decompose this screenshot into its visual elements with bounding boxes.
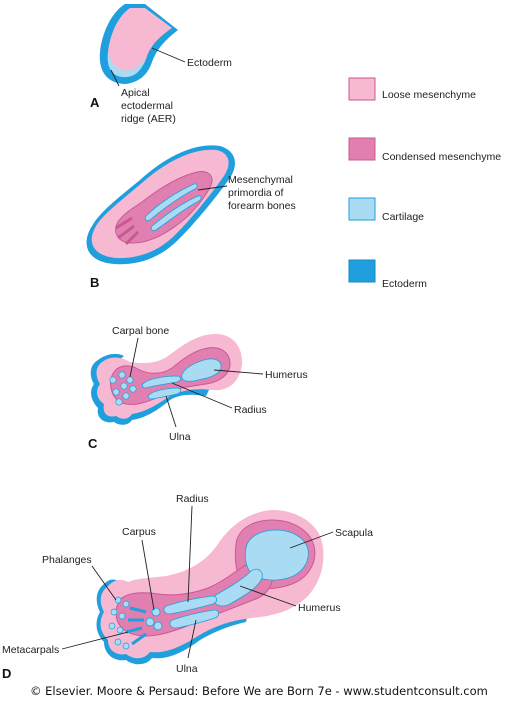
legend-label-loose: Loose mesenchyme [382, 89, 476, 101]
panel-c-radius-leader [171, 382, 233, 409]
legend-swatch-loose-mesenchyme [348, 77, 376, 101]
panel-d-phalanx [122, 600, 130, 608]
panel-a-aer-leader [110, 69, 120, 87]
panel-d-letter: D [2, 666, 11, 681]
panel-d-radius-label: Radius [176, 493, 209, 505]
panel-d-carpus-element [153, 621, 163, 631]
panel-d-phalanges-leader [91, 565, 117, 601]
panel-c-radius-cartilage [141, 375, 181, 389]
panel-d-carpus-label: Carpus [122, 526, 156, 538]
legend-label-condensed: Condensed mesenchyme [382, 151, 501, 163]
panel-c-carpal-label: Carpal bone [112, 325, 169, 337]
panel-d-humerus-leader [239, 585, 297, 607]
panel-c-carpal-element [129, 385, 137, 393]
copyright-notice: © Elsevier. Moore & Persaud: Before We a… [30, 684, 488, 698]
panel-c-humerus-label: Humerus [265, 369, 308, 381]
panel-c: Carpal bone Humerus Radius Ulna C [88, 325, 308, 451]
panel-d-scapula-label: Scapula [335, 527, 373, 539]
panel-c-carpal-element [118, 371, 126, 379]
panel-c-carpal-element [115, 398, 123, 406]
panel-c-carpal-element [126, 376, 134, 384]
panel-d-scapula-leader [289, 531, 334, 549]
panel-d-radius-cartilage [163, 595, 218, 615]
panel-a-aer-label-line2: ectodermal [121, 100, 173, 112]
panel-d-phalanx [122, 642, 130, 650]
panel-d-phalanges-label: Phalanges [42, 554, 92, 566]
panel-b: Mesenchymal primordia of forearm bones B [86, 145, 296, 290]
panel-d-ulna-cartilage [169, 609, 220, 629]
panel-b-primordia-label-line3: forearm bones [228, 200, 296, 212]
panel-d-carpus-element [145, 617, 155, 627]
panel-b-ray-3 [124, 230, 140, 246]
panel-d-phalanx [110, 608, 118, 616]
panel-d-ulna-label: Ulna [176, 663, 198, 675]
panel-a-aer-label-line3: ridge (AER) [121, 113, 176, 125]
panel-b-primordia-label-line2: primordia of [228, 187, 284, 199]
panel-c-humerus-cartilage [181, 358, 222, 382]
panel-c-ulna-cartilage [147, 387, 181, 400]
panel-b-ray-1 [115, 216, 133, 230]
panel-c-letter: C [88, 436, 98, 451]
panel-d-phalanx [114, 638, 122, 646]
panel-d-metacarpal [129, 606, 147, 614]
panel-a-ectoderm-label: Ectoderm [187, 57, 232, 69]
legend-swatch-ectoderm [348, 259, 376, 283]
panel-d-metacarpals-label: Metacarpals [2, 644, 59, 656]
panel-b-primordia-leader [197, 185, 228, 191]
panel-c-carpal-element [112, 388, 120, 396]
panel-d-humerus-label: Humerus [298, 602, 341, 614]
panel-b-ray-2 [117, 224, 135, 240]
panel-c-ulna-leader [165, 395, 177, 428]
legend: Loose mesenchyme Condensed mesenchyme Ca… [348, 77, 501, 290]
panel-d-metacarpal [131, 632, 147, 646]
panel-d-humerus-cartilage [213, 568, 263, 607]
panel-a-aer-ridge [107, 52, 147, 78]
panel-c-humerus-leader [213, 369, 264, 375]
legend-label-cartilage: Cartilage [382, 211, 424, 223]
panel-c-ulna-label: Ulna [169, 431, 191, 443]
legend-swatch-cartilage [348, 197, 376, 221]
panel-c-carpal-leader [129, 337, 139, 378]
panel-c-radius-label: Radius [234, 404, 267, 416]
panel-a-aer-label-line1: Apical [121, 87, 150, 99]
panel-d-phalanx [108, 622, 116, 630]
panel-d-metacarpal [125, 626, 143, 634]
legend-label-ectoderm: Ectoderm [382, 278, 427, 290]
panel-d-phalanx [118, 612, 126, 620]
panel-b-primordium-2 [150, 195, 202, 232]
panel-a-ectoderm-leader [151, 47, 186, 63]
panel-d-phalanx [116, 626, 124, 634]
panel-c-carpal-element [120, 382, 128, 390]
panel-a: Ectoderm Apical ectodermal ridge (AER) A [90, 4, 232, 125]
panel-b-primordium-1 [144, 183, 198, 222]
panel-d-carpus-element [151, 607, 161, 617]
panel-d-phalanx [114, 596, 122, 604]
panel-d-metacarpals-leader [61, 631, 129, 650]
panel-d-ulna-leader [187, 619, 197, 659]
panel-c-carpal-element [122, 392, 130, 400]
panel-d: Radius Carpus Scapula Phalanges Humerus … [2, 493, 373, 681]
panel-b-letter: B [90, 275, 99, 290]
panel-d-carpus-leader [141, 539, 155, 611]
panel-a-letter: A [90, 95, 100, 110]
panel-d-radius-leader [187, 505, 193, 603]
panel-a-loose-mesenchyme [107, 8, 172, 78]
panel-b-primordia-label-line1: Mesenchymal [228, 174, 293, 186]
panel-c-carpal-element [109, 376, 117, 384]
legend-swatch-condensed-mesenchyme [348, 137, 376, 161]
